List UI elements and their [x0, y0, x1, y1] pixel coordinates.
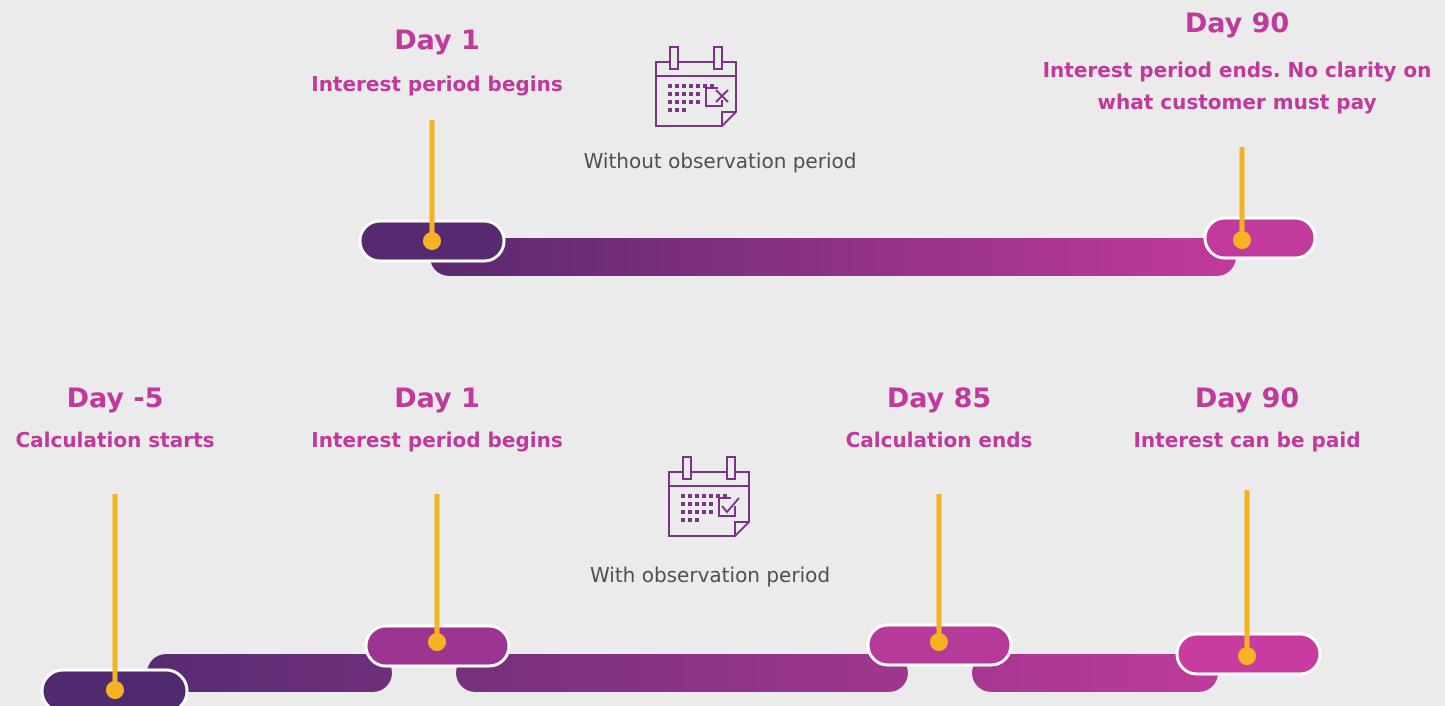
bottom-day1-title: Day 1 [394, 383, 480, 414]
top-timeline-bar [430, 238, 1236, 276]
top-day1-title: Day 1 [394, 25, 480, 56]
top-caption: Without observation period [583, 149, 857, 173]
top-marker-dot-day1 [423, 232, 441, 250]
bottom-caption: With observation period [589, 563, 831, 587]
bottom-bar-2 [456, 654, 908, 692]
top-marker-dot-day90 [1233, 231, 1251, 249]
bottom-marker-dot-day1 [428, 633, 446, 651]
top-day1-label: Interest period begins [311, 72, 563, 96]
bottom-day85-label: Calculation ends [845, 428, 1033, 452]
top-day90-title: Day 90 [1184, 8, 1290, 39]
bottom-day85-title: Day 85 [886, 383, 992, 414]
bottom-marker-dot-day85 [930, 633, 948, 651]
bottom-bar-3 [972, 654, 1218, 692]
calendar-cross-icon [655, 46, 737, 127]
calendar-check-icon [668, 456, 750, 537]
top-day90-label: Interest period ends. No clarity on what… [1042, 58, 1432, 114]
bottom-bar-1 [147, 654, 392, 692]
top-end-pill [1203, 216, 1317, 260]
bottom-day-minus5-title: Day -5 [66, 383, 164, 414]
bottom-day90-label: Interest can be paid [1133, 428, 1361, 452]
bottom-day1-label: Interest period begins [311, 428, 563, 452]
bottom-marker-dot-day90 [1238, 647, 1256, 665]
bottom-day-minus5-label: Calculation starts [15, 428, 215, 452]
bottom-marker-dot-day-minus5 [106, 681, 124, 699]
bottom-day90-title: Day 90 [1194, 383, 1300, 414]
